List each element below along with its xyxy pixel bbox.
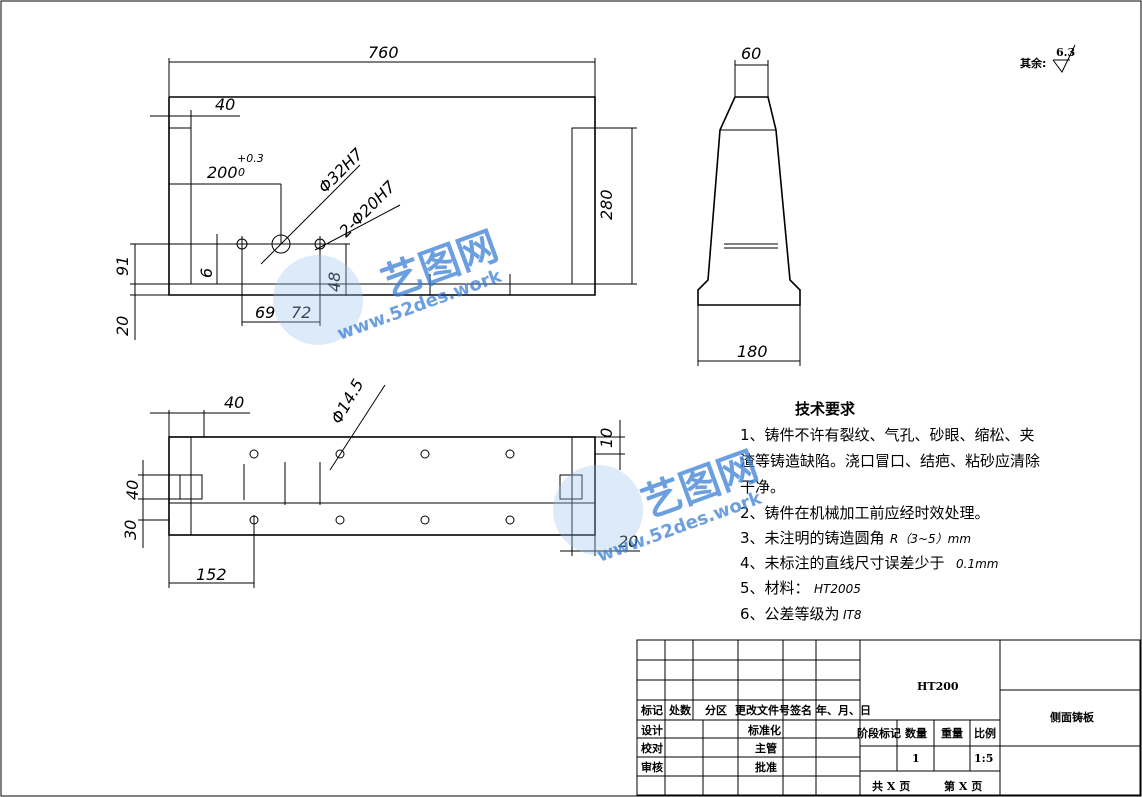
- note-3-value: R（3~5）mm: [890, 532, 971, 546]
- technical-requirements: 技术要求 1、铸件不许有裂纹、气孔、砂眼、缩松、夹 渣等铸造缺陷。浇口冒口、结疤…: [740, 400, 1040, 623]
- title-block: HT200 侧面铸板 标记 处数 分区 更改文件号 签名 年、月、日 设计 标准…: [636, 639, 1141, 796]
- dim-200: 200: [207, 163, 238, 182]
- scale-value: 1:5: [974, 752, 993, 765]
- dim-6: 6: [197, 268, 216, 278]
- note-5-value: HT2005: [814, 582, 861, 596]
- dim-20-right: 20: [618, 532, 638, 551]
- dim-48: 48: [325, 272, 344, 292]
- dim-760: 760: [368, 43, 399, 62]
- dim-40-top: 40: [215, 95, 235, 114]
- row-standard: 标准化: [747, 723, 781, 737]
- col-scale: 比例: [974, 726, 996, 740]
- note-4-value: 0.1mm: [956, 557, 998, 571]
- side-view: 60 180: [697, 44, 801, 366]
- notes-title: 技术要求: [795, 400, 856, 418]
- dim-30: 30: [121, 520, 140, 540]
- col-qty: 数量: [905, 726, 927, 740]
- dim-10: 10: [597, 428, 616, 448]
- note-4: 4、未标注的直线尺寸误差少于: [740, 554, 945, 572]
- row-approve: 批准: [755, 760, 777, 774]
- total-pages: 共 X 页: [872, 779, 910, 793]
- dim-60: 60: [741, 44, 761, 63]
- row-manage: 主管: [755, 741, 777, 755]
- dim-72: 72: [291, 303, 311, 322]
- header-count: 处数: [668, 703, 692, 717]
- dim-phi14: Φ14.5: [327, 376, 368, 427]
- header-date: 年、月、日: [816, 703, 871, 717]
- dim-200-tol-upper: +0.3: [237, 152, 264, 165]
- dim-phi20: 2-Φ20H7: [335, 177, 399, 241]
- note-2: 2、铸件在机械加工前应经时效处理。: [740, 504, 990, 522]
- page-number: 第 X 页: [944, 779, 982, 793]
- header-sign: 签名: [789, 703, 812, 717]
- part-name: 侧面铸板: [1050, 710, 1095, 724]
- header-docno: 更改文件号: [735, 703, 790, 717]
- front-view: 760 40 280 200 +0.3 0 Φ32H7 2-Φ20H7 91 2…: [113, 43, 637, 340]
- col-weight: 重量: [941, 726, 963, 740]
- header-zone: 分区: [705, 703, 727, 717]
- header-mark: 标记: [640, 703, 663, 717]
- dim-40-bottom: 40: [224, 393, 244, 412]
- watermark-1: 艺图网 www.52des.work: [273, 223, 505, 345]
- row-check: 校对: [641, 741, 663, 755]
- watermark-2: 艺图网 www.52des.work: [553, 443, 765, 567]
- dim-152: 152: [196, 565, 227, 584]
- note-6: 6、公差等级为: [740, 605, 840, 623]
- note-1b: 渣等铸造缺陷。浇口冒口、结疤、粘砂应清除: [740, 452, 1040, 470]
- qty-value: 1: [912, 752, 920, 765]
- dim-20-left: 20: [113, 316, 132, 336]
- row-design: 设计: [641, 723, 663, 737]
- dim-180: 180: [737, 342, 768, 361]
- dim-69: 69: [255, 303, 275, 322]
- note-1c: 干净。: [740, 478, 785, 496]
- dim-91: 91: [113, 256, 132, 276]
- dim-200-tol-lower: 0: [238, 166, 245, 179]
- top-view: 40 Φ14.5 10 40 30 152 20: [121, 376, 640, 588]
- material-label: HT200: [917, 680, 959, 693]
- note-5: 5、材料：: [740, 579, 810, 597]
- dim-40-vertical: 40: [123, 480, 142, 500]
- note-1a: 1、铸件不许有裂纹、气孔、砂眼、缩松、夹: [740, 426, 1035, 444]
- note-6-value: IT8: [843, 608, 862, 622]
- dim-280: 280: [597, 189, 616, 220]
- col-stage: 阶段标记: [857, 726, 901, 740]
- note-3: 3、未注明的铸造圆角: [740, 529, 885, 547]
- dim-phi32: Φ32H7: [314, 144, 367, 197]
- surface-label: 其余:: [1020, 56, 1046, 70]
- row-review: 审核: [641, 760, 663, 774]
- surface-value: 6.3: [1056, 46, 1075, 59]
